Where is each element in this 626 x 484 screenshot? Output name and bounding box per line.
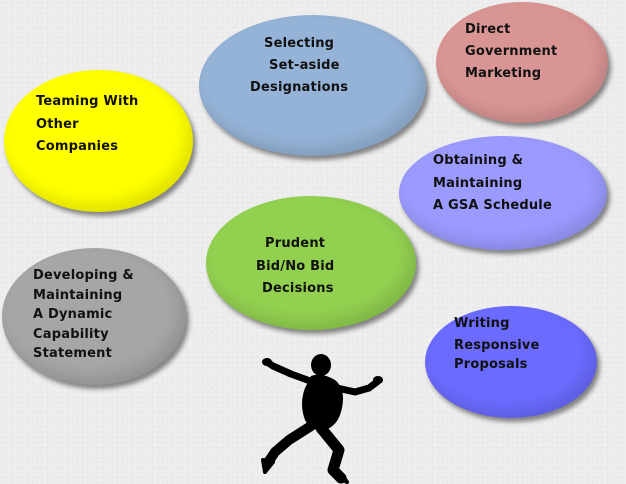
capability-line-1: Developing & [33,268,134,283]
teaming-line-3: Companies [36,139,119,154]
figure-head [311,354,331,376]
teaming-line-2: Other [36,117,79,132]
direct-line-3: Marketing [465,66,542,81]
figure-right-hand [373,376,383,384]
capability-line-3: A Dynamic [33,307,113,322]
bidnobid-line-1: Prudent [265,236,326,251]
bubble-gsa [399,136,607,250]
figure-back-leg [262,421,316,469]
gsa-line-3: A GSA Schedule [433,198,552,213]
bidnobid-line-2: Bid/No Bid [256,259,335,274]
bubble-capability [2,248,186,385]
bubble-teaming [4,70,193,212]
proposals-line-3: Proposals [454,357,528,372]
direct-line-2: Government [465,44,558,59]
teaming-line-1: Teaming With [36,94,139,109]
capability-line-2: Maintaining [33,288,123,303]
bubble-direct [436,2,608,123]
figure-left-hand [262,358,272,366]
capability-line-5: Statement [33,346,113,361]
bubble-proposals [425,306,597,418]
bubble-setaside [199,15,426,156]
figure-left-arm [263,358,317,386]
bidnobid-line-3: Decisions [262,281,334,296]
figure-right-arm [333,378,381,396]
figure-back-foot [261,458,275,474]
gsa-line-1: Obtaining & [433,153,524,168]
figure-front-foot [333,472,349,484]
setaside-line-2: Set-aside [269,58,340,73]
figure-front-leg [315,422,347,484]
capability-line-4: Capability [33,327,109,342]
setaside-line-1: Selecting [264,36,335,51]
direct-line-1: Direct [465,22,511,37]
figure-torso [302,374,343,431]
bubble-bidnobid [206,196,416,330]
gsa-line-2: Maintaining [433,176,523,191]
setaside-line-3: Designations [250,80,349,95]
proposals-line-1: Writing [454,316,510,331]
proposals-line-2: Responsive [454,338,540,353]
jumping-person-silhouette-icon [261,354,383,484]
